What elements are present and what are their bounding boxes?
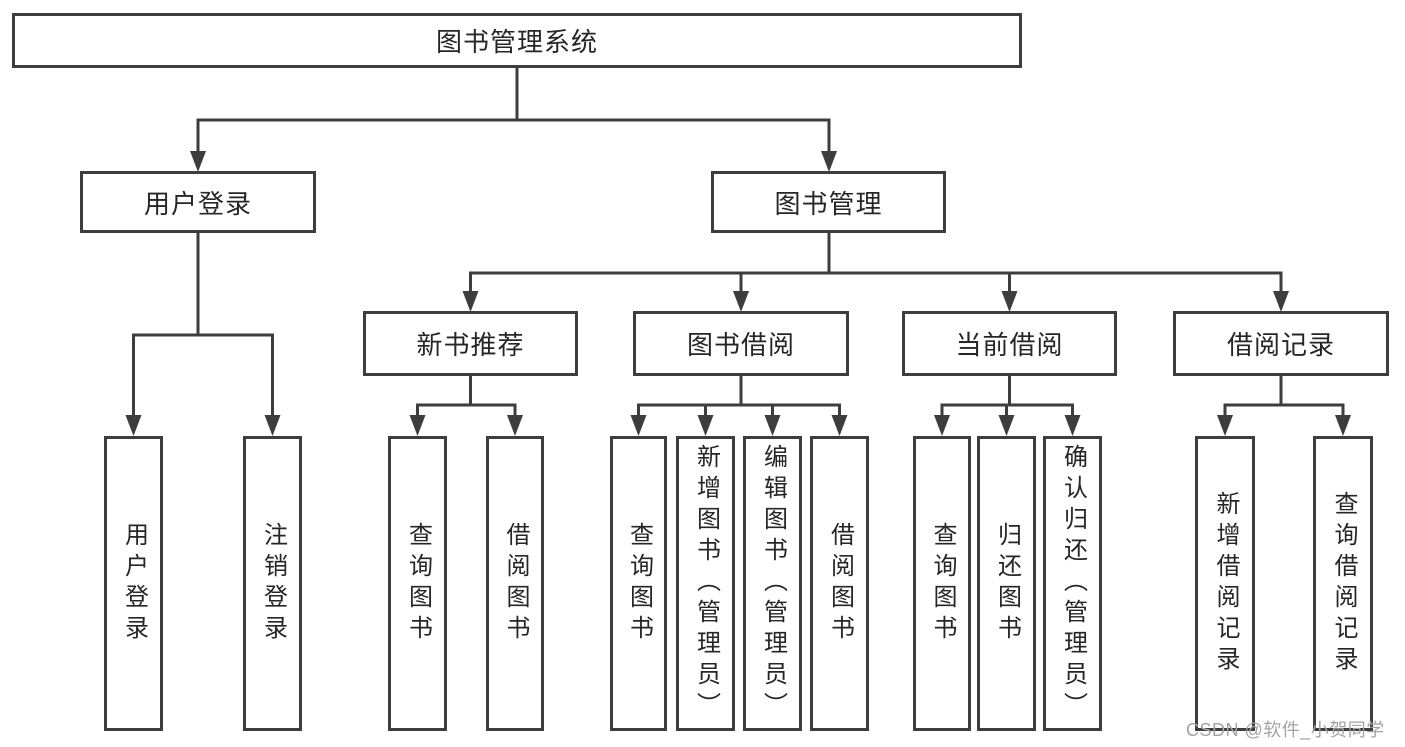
connector-book-management-children [462,231,1289,312]
node-user-login: 用户登录 [80,171,316,233]
leaf-logout: 注销登录 [243,436,302,731]
node-root-system: 图书管理系统 [12,13,1022,68]
leaf-query-borrow-record: 查询借阅记录 [1313,436,1373,731]
leaf-query-books-borrow: 查询图书 [610,436,667,731]
leaf-confirm-return-admin: 确认归还（管理员） [1043,436,1102,731]
leaf-add-book-admin: 新增图书（管理员） [676,436,735,731]
leaf-add-borrow-record: 新增借阅记录 [1195,436,1255,731]
connector-root-to-level2 [190,66,837,172]
leaf-return-book: 归还图书 [977,436,1036,731]
leaf-query-books-current: 查询图书 [913,436,971,731]
connector-borrow-records-children [1217,374,1351,436]
connector-book-borrow-children [630,374,848,436]
node-borrow-records: 借阅记录 [1173,311,1389,376]
connector-current-borrow-children [934,374,1081,436]
leaf-borrow-books-borrow: 借阅图书 [810,436,869,731]
node-book-borrow: 图书借阅 [633,311,849,376]
leaf-user-login: 用户登录 [104,436,163,731]
leaf-edit-book-admin: 编辑图书（管理员） [743,436,802,731]
node-current-borrow: 当前借阅 [902,311,1117,376]
leaf-borrow-books-recommend: 借阅图书 [486,436,544,731]
node-book-management: 图书管理 [711,171,946,233]
node-new-book-recommend: 新书推荐 [363,311,578,376]
connector-new-book-recommend-children [409,374,523,436]
connector-user-login-children [125,231,281,436]
csdn-watermark: CSDN @软件_小贺同学 [1186,720,1385,740]
leaf-query-books-recommend: 查询图书 [388,436,447,731]
